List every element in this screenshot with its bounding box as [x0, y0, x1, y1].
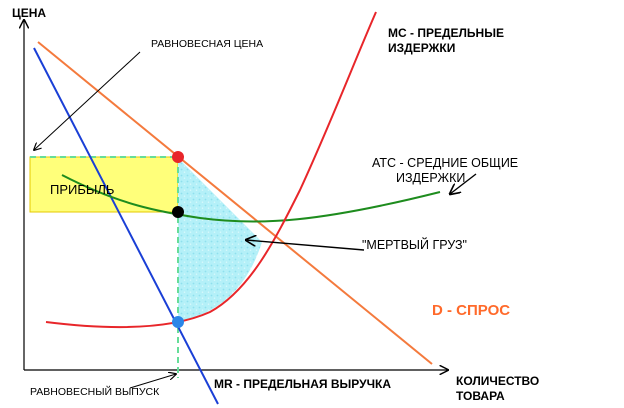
atc-label-line2: ИЗДЕРЖКИ: [396, 171, 466, 185]
equilibrium-output-pointer: [129, 374, 176, 389]
deadweight-label: "МЕРТВЫЙ ГРУЗ": [362, 238, 467, 252]
atc-pointer: [450, 173, 477, 194]
atc-label-line1: ATC - СРЕДНИЕ ОБЩИЕ: [372, 156, 519, 170]
equilibrium-price-label: РАВНОВЕСНАЯ ЦЕНА: [151, 38, 264, 50]
demand-label: D - СПРОС: [432, 302, 511, 319]
x-axis-label: КОЛИЧЕСТВО ТОВАРА: [456, 374, 539, 404]
average-cost-point: [172, 206, 184, 218]
profit-label: ПРИБЫЛЬ: [50, 182, 115, 197]
deadweight-loss-area: [178, 158, 262, 322]
monopoly-price-point: [172, 151, 184, 163]
equilibrium-output-label: РАВНОВЕСНЫЙ ВЫПУСК: [30, 386, 160, 398]
average-total-cost-curve: [61, 174, 441, 223]
marginal-revenue-curve: [33, 47, 219, 405]
y-axis-label: ЦЕНА: [12, 6, 47, 20]
equilibrium-price-pointer: [34, 51, 141, 150]
demand-curve: [37, 41, 433, 365]
mc-label: MC - ПРЕДЕЛЬНЫЕ ИЗДЕРЖКИ: [388, 26, 504, 56]
marginal-cost-curve: [45, 11, 377, 329]
mr-label: MR - ПРЕДЕЛЬНАЯ ВЫРУЧКА: [214, 377, 391, 391]
x-axis-label-line1: КОЛИЧЕСТВО: [456, 374, 540, 388]
mc-label-line2: ИЗДЕРЖКИ: [388, 41, 456, 55]
mc-label-line1: MC - ПРЕДЕЛЬНЫЕ: [388, 26, 504, 40]
mr-mc-intersection-point: [172, 316, 184, 328]
x-axis-label-line2: ТОВАРА: [456, 389, 505, 403]
deadweight-pointer: [246, 240, 365, 251]
atc-label: ATC - СРЕДНИЕ ОБЩИЕ ИЗДЕРЖКИ: [372, 156, 518, 186]
